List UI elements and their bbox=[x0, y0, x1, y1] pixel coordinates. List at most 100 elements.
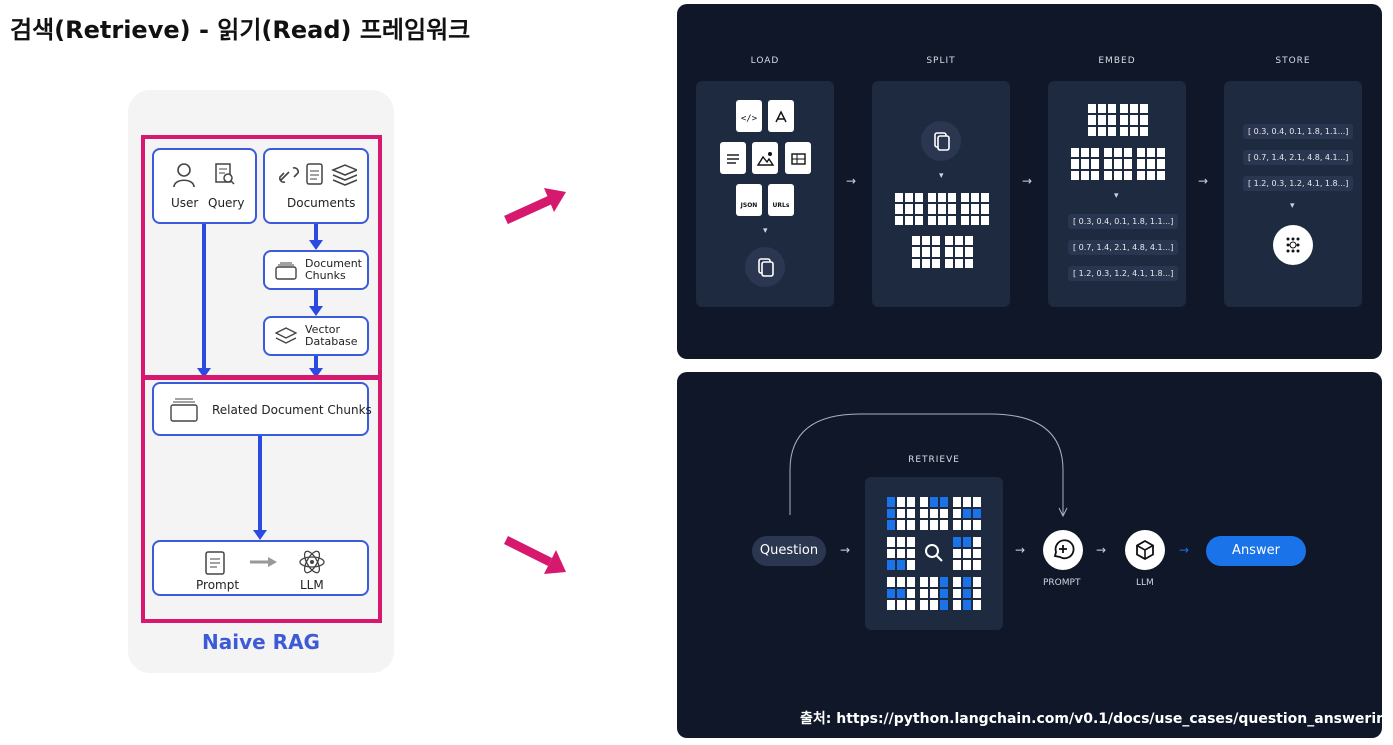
chunk-grid-icon bbox=[912, 236, 940, 268]
prompt-llm-box: Prompt LLM bbox=[152, 540, 369, 596]
vector-db-label-1: Vector bbox=[305, 323, 341, 336]
document-chunks-label-1: Document bbox=[305, 257, 362, 270]
down-arrow: ▾ bbox=[939, 171, 944, 181]
vector-db-icon bbox=[275, 327, 297, 344]
prompt-label: Prompt bbox=[196, 578, 240, 592]
store-vector: [ 1.2, 0.3, 1.2, 4.1, 1.8...] bbox=[1243, 176, 1354, 191]
chunk-grid-icon bbox=[887, 537, 915, 570]
right-arrow: → bbox=[840, 543, 851, 557]
related-chunks-box: Related Document Chunks bbox=[152, 382, 372, 436]
answer-bubble: Answer bbox=[1206, 536, 1306, 566]
store-column bbox=[1224, 81, 1362, 307]
llm-atom-icon bbox=[299, 550, 325, 574]
prompt-circle-icon bbox=[1043, 530, 1083, 570]
query-label: Query bbox=[208, 196, 245, 210]
embed-vector: [ 0.7, 1.4, 2.1, 4.8, 4.1...] bbox=[1068, 240, 1179, 255]
document-chunks-label-2: Chunks bbox=[305, 269, 346, 282]
vector-database-box: Vector Database bbox=[263, 316, 369, 356]
urls-file-icon: URLs bbox=[768, 184, 794, 216]
chunk-grid-icon bbox=[953, 537, 981, 570]
related-chunks-label: Related Document Chunks bbox=[212, 403, 372, 417]
arrowhead bbox=[309, 240, 323, 250]
split-heading: SPLIT bbox=[926, 56, 956, 66]
copy-doc-icon bbox=[745, 247, 785, 287]
arrowhead bbox=[253, 530, 267, 540]
chunk-grid-icon bbox=[1088, 104, 1116, 136]
chunk-grid-icon bbox=[953, 497, 981, 530]
right-arrow: → bbox=[1015, 543, 1026, 557]
prompt-caption: PROMPT bbox=[1043, 578, 1081, 588]
user-icon bbox=[173, 163, 195, 188]
retrieve-heading: RETRIEVE bbox=[908, 455, 960, 465]
chunk-grid-icon bbox=[961, 193, 989, 225]
arrow-right-icon bbox=[250, 557, 277, 567]
page-title: 검색(Retrieve) - 읽기(Read) 프레임워크 bbox=[10, 16, 471, 44]
vector-db-label-2: Database bbox=[305, 335, 358, 348]
pointer-arrow-icon bbox=[504, 188, 566, 225]
retrieval-highlight bbox=[141, 376, 382, 623]
right-arrow: → bbox=[846, 174, 857, 188]
user-to-related-line bbox=[202, 224, 206, 370]
down-arrow: ▾ bbox=[1114, 191, 1119, 201]
pointer-arrow-icon bbox=[503, 535, 566, 574]
chunk-grid-icon bbox=[953, 577, 981, 610]
right-arrow: → bbox=[1198, 174, 1209, 188]
related-to-prompt-line bbox=[258, 436, 262, 532]
docs-to-chunks-line bbox=[314, 224, 318, 242]
store-vector: [ 0.3, 0.4, 0.1, 1.8, 1.1...] bbox=[1243, 124, 1354, 139]
table-file-icon bbox=[785, 142, 811, 174]
search-icon bbox=[922, 541, 946, 569]
naive-rag-label: Naive RAG bbox=[202, 630, 320, 654]
down-arrow: ▾ bbox=[1290, 201, 1295, 211]
arrowhead bbox=[197, 368, 211, 378]
chunk-grid-icon bbox=[1104, 148, 1132, 180]
documents-icons bbox=[279, 163, 357, 186]
prompt-icon bbox=[205, 551, 225, 575]
document-chunks-box: Document Chunks bbox=[263, 250, 369, 290]
arrowhead bbox=[309, 368, 323, 378]
feedback-curve bbox=[789, 413, 1068, 518]
vector-store-icon bbox=[1273, 225, 1313, 265]
down-arrow: ▾ bbox=[763, 226, 768, 236]
json-label: JSON bbox=[740, 202, 758, 209]
chunk-grid-icon bbox=[887, 497, 915, 530]
user-query-box: User Query bbox=[152, 148, 257, 224]
load-heading: LOAD bbox=[750, 56, 780, 66]
pdf-file-icon bbox=[768, 100, 794, 132]
chunk-grid-icon bbox=[895, 193, 923, 225]
chunk-grid-icon bbox=[887, 577, 915, 610]
store-vector: [ 0.7, 1.4, 2.1, 4.8, 4.1...] bbox=[1243, 150, 1354, 165]
chunk-grid-icon bbox=[920, 497, 948, 530]
indexing-highlight bbox=[141, 135, 382, 379]
json-file-icon: JSON bbox=[736, 184, 762, 216]
arrowhead bbox=[309, 306, 323, 316]
user-label: User bbox=[171, 196, 199, 210]
image-file-icon bbox=[752, 142, 778, 174]
chunks-to-vector-line bbox=[314, 290, 318, 308]
llm-label: LLM bbox=[300, 578, 324, 592]
query-icon bbox=[215, 163, 235, 185]
code-file-icon: </> bbox=[736, 100, 762, 132]
embed-vector: [ 1.2, 0.3, 1.2, 4.1, 1.8...] bbox=[1068, 266, 1179, 281]
chunk-grid-icon bbox=[1120, 104, 1148, 136]
store-heading: STORE bbox=[1275, 56, 1311, 66]
documents-box: Documents bbox=[263, 148, 369, 224]
embed-heading: EMBED bbox=[1098, 56, 1136, 66]
llm-caption: LLM bbox=[1136, 578, 1154, 588]
text-file-icon bbox=[720, 142, 746, 174]
chunks-icon bbox=[275, 262, 297, 280]
llm-circle-icon bbox=[1125, 530, 1165, 570]
right-arrow: → bbox=[1022, 174, 1033, 188]
chunk-grid-icon bbox=[920, 577, 948, 610]
svg-text:</>: </> bbox=[741, 114, 758, 124]
urls-label: URLs bbox=[772, 202, 790, 209]
layers-icon bbox=[331, 164, 357, 186]
right-arrow: → bbox=[1096, 543, 1107, 557]
copy-doc-icon bbox=[921, 121, 961, 161]
documents-label: Documents bbox=[287, 196, 356, 210]
chunk-grid-icon bbox=[945, 236, 973, 268]
chunk-grid-icon bbox=[1137, 148, 1165, 180]
chunk-grid-icon bbox=[1071, 148, 1099, 180]
chunk-grid-icon bbox=[928, 193, 956, 225]
link-icon bbox=[279, 167, 299, 183]
